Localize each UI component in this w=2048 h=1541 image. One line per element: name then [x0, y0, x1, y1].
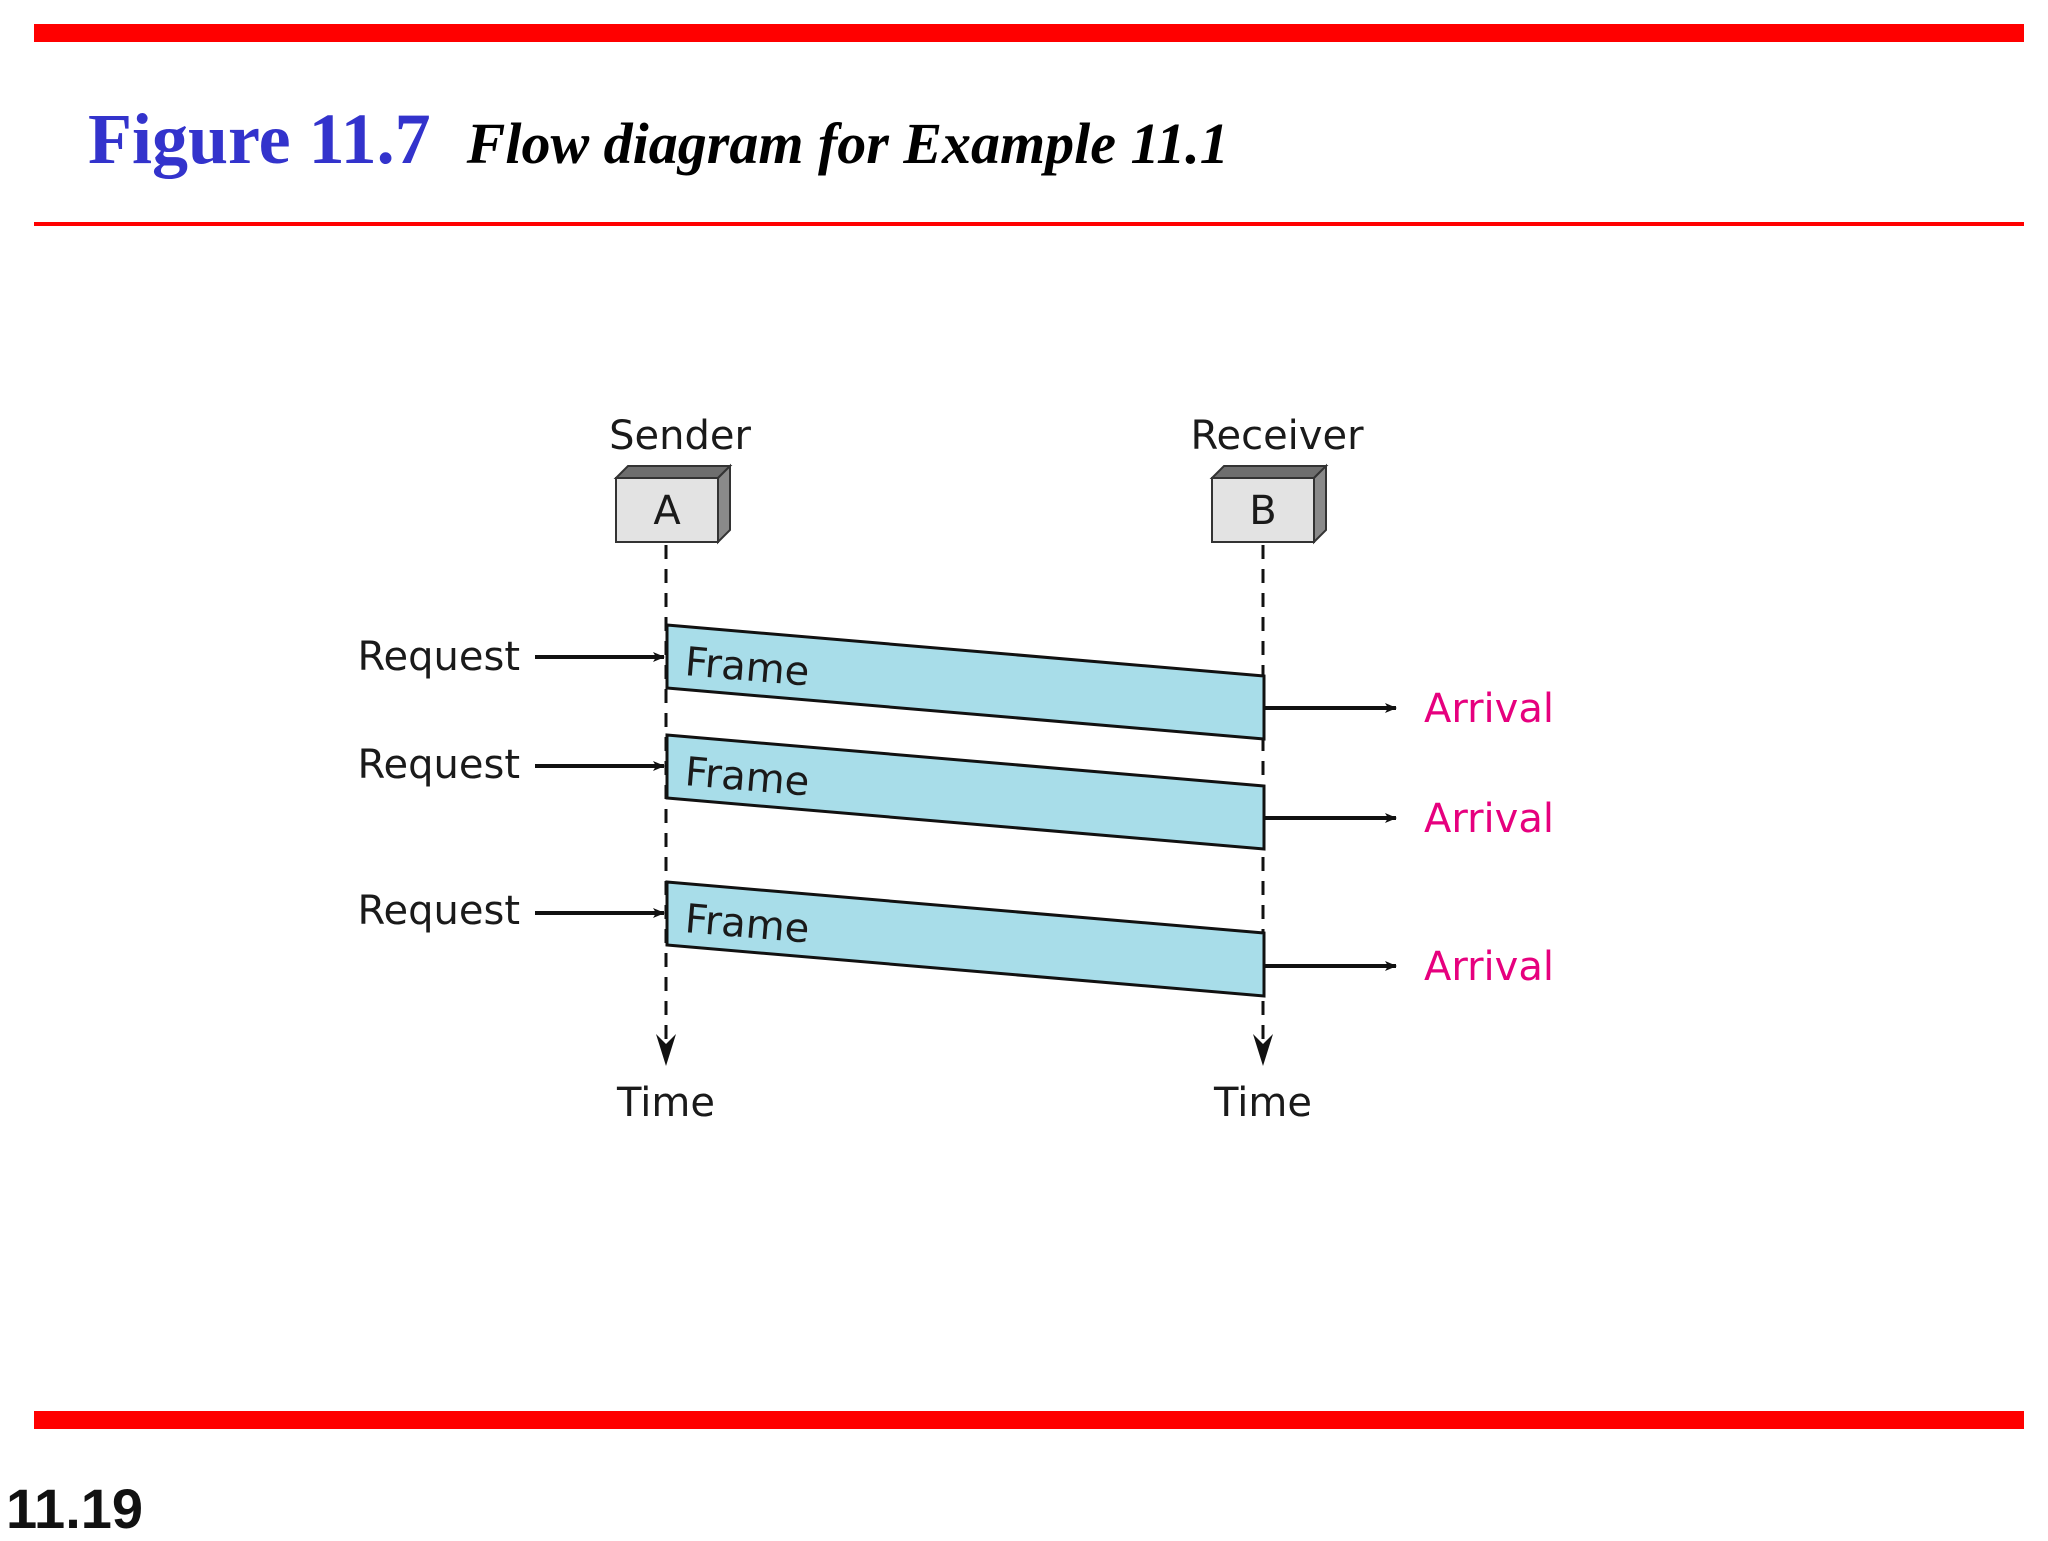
figure-label: Figure 11.7: [88, 99, 431, 179]
receiver-time-arrowhead: [1253, 1034, 1273, 1066]
receiver-node-box: [1209, 463, 1329, 545]
receiver-node-letter: B: [1249, 488, 1276, 534]
request-label-2: Request: [358, 742, 520, 788]
title-underline-rule: [34, 222, 2024, 226]
request-label-3: Request: [358, 888, 520, 934]
frame-label-3: Frame: [683, 896, 811, 952]
figure-caption: Flow diagram for Example 11.1: [466, 111, 1229, 176]
exchange-2: Request Frame Arrival: [358, 733, 1554, 851]
sender-node-letter: A: [653, 488, 681, 534]
arrival-label-3: Arrival: [1424, 944, 1554, 990]
bottom-red-rule: [34, 1411, 2024, 1429]
slide-number: 11.19: [6, 1477, 144, 1540]
exchange-3: Request Frame Arrival: [358, 880, 1554, 998]
receiver-time-label: Time: [1213, 1080, 1312, 1126]
arrival-label-2: Arrival: [1424, 796, 1554, 842]
sender-time-label: Time: [616, 1080, 715, 1126]
exchange-1: Request Frame Arrival: [358, 623, 1554, 741]
receiver-label: Receiver: [1190, 413, 1364, 459]
arrival-label-1: Arrival: [1424, 686, 1554, 732]
figure-title: Figure 11.7 Flow diagram for Example 11.1: [88, 98, 1229, 181]
frame-band-2: [665, 733, 1266, 851]
frame-label-1: Frame: [683, 639, 811, 695]
sender-node-box: [613, 463, 733, 545]
frame-band-3: [665, 880, 1266, 998]
sender-label: Sender: [609, 413, 751, 459]
top-red-rule: [34, 24, 2024, 42]
frame-label-2: Frame: [683, 749, 811, 805]
sender-time-arrowhead: [656, 1034, 676, 1066]
frame-band-1: [665, 623, 1266, 741]
request-label-1: Request: [358, 634, 520, 680]
